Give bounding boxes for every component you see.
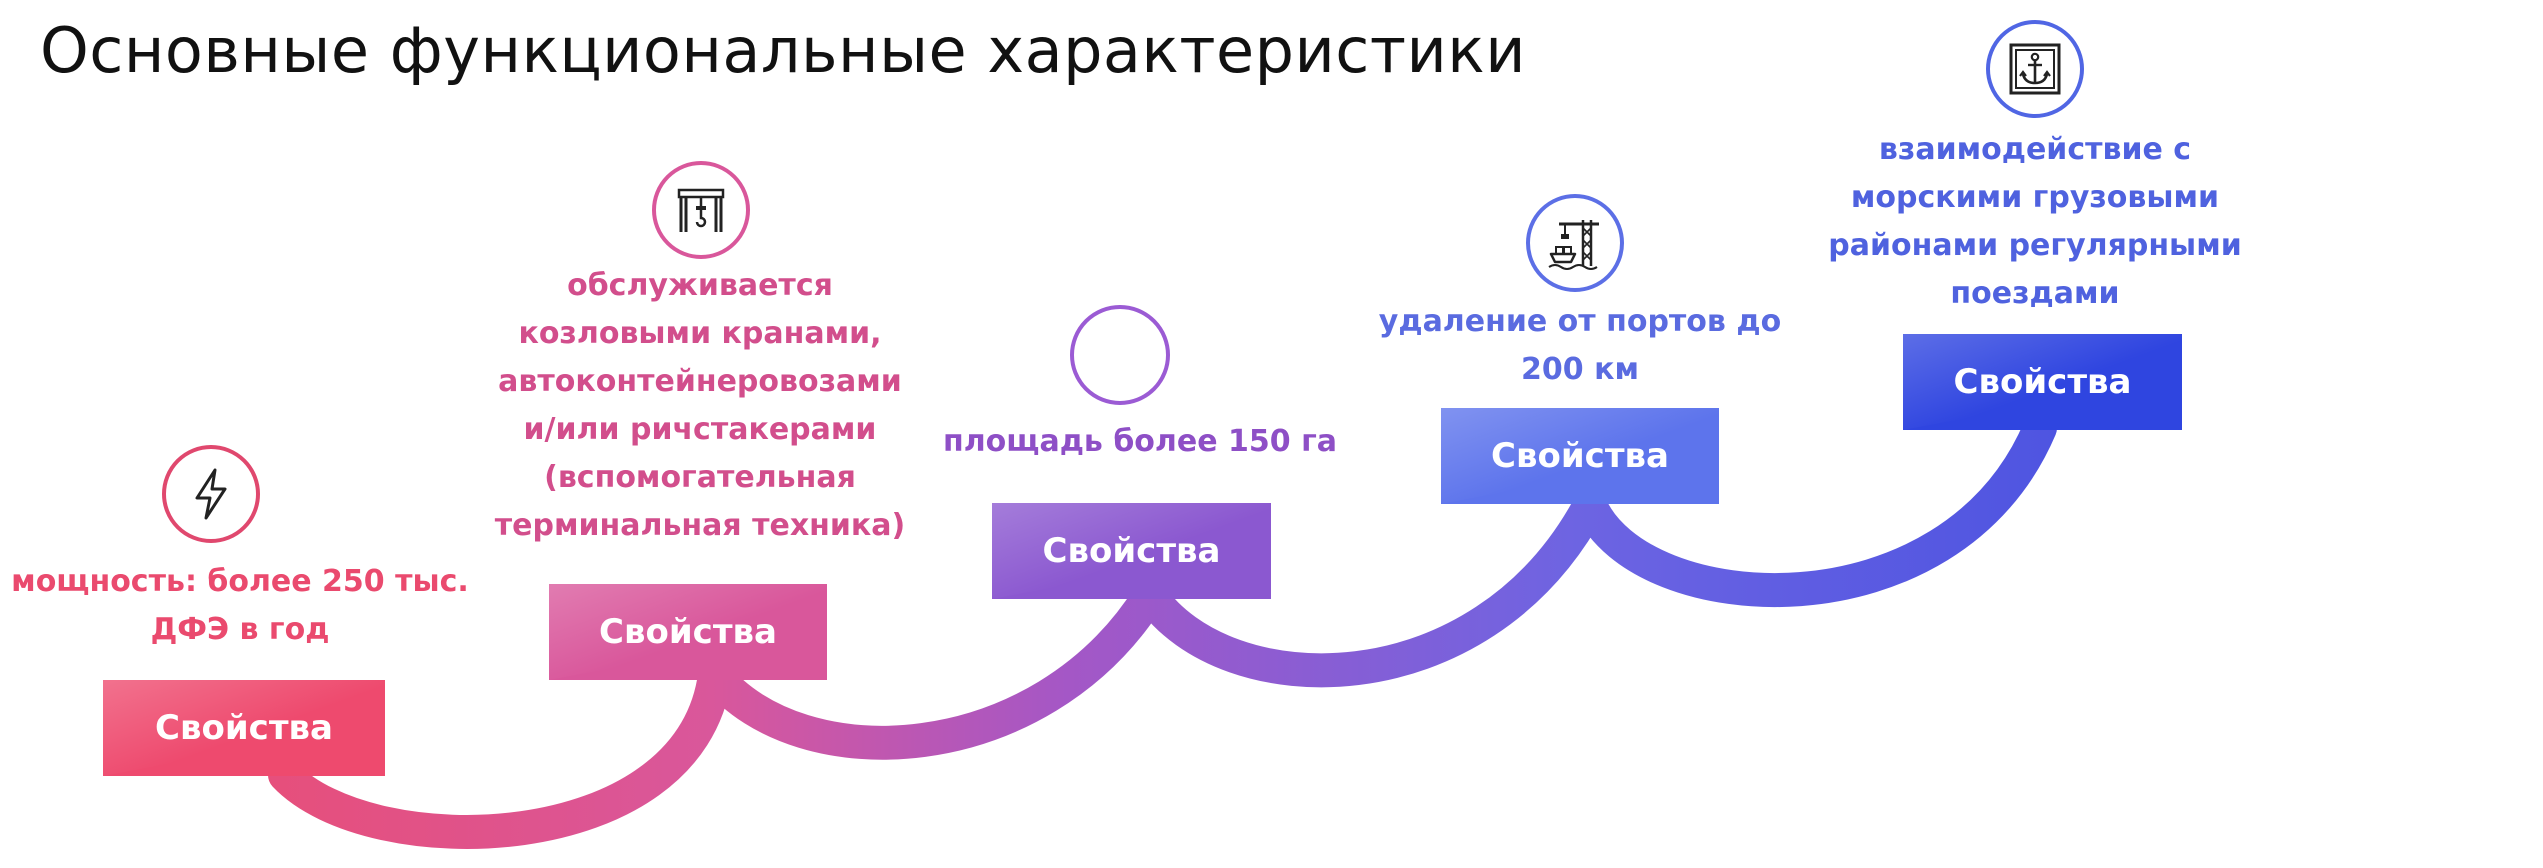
step-3-button-label: Свойства [1042,531,1221,571]
step-1-button-label: Свойства [155,708,333,748]
step-4-button-label: Свойства [1491,436,1669,476]
page-title: Основные функциональные характеристики [40,14,1527,87]
step-4-properties-button[interactable]: Свойства [1441,408,1719,504]
step-5-button-label: Свойства [1953,362,2132,402]
step-2-properties-button[interactable]: Свойства [549,584,827,680]
step-1-properties-button[interactable]: Свойства [103,680,385,776]
step-3-properties-button[interactable]: Свойства [992,503,1271,599]
step-2-button-label: Свойства [599,612,777,652]
step-5-properties-button[interactable]: Свойства [1903,334,2182,430]
